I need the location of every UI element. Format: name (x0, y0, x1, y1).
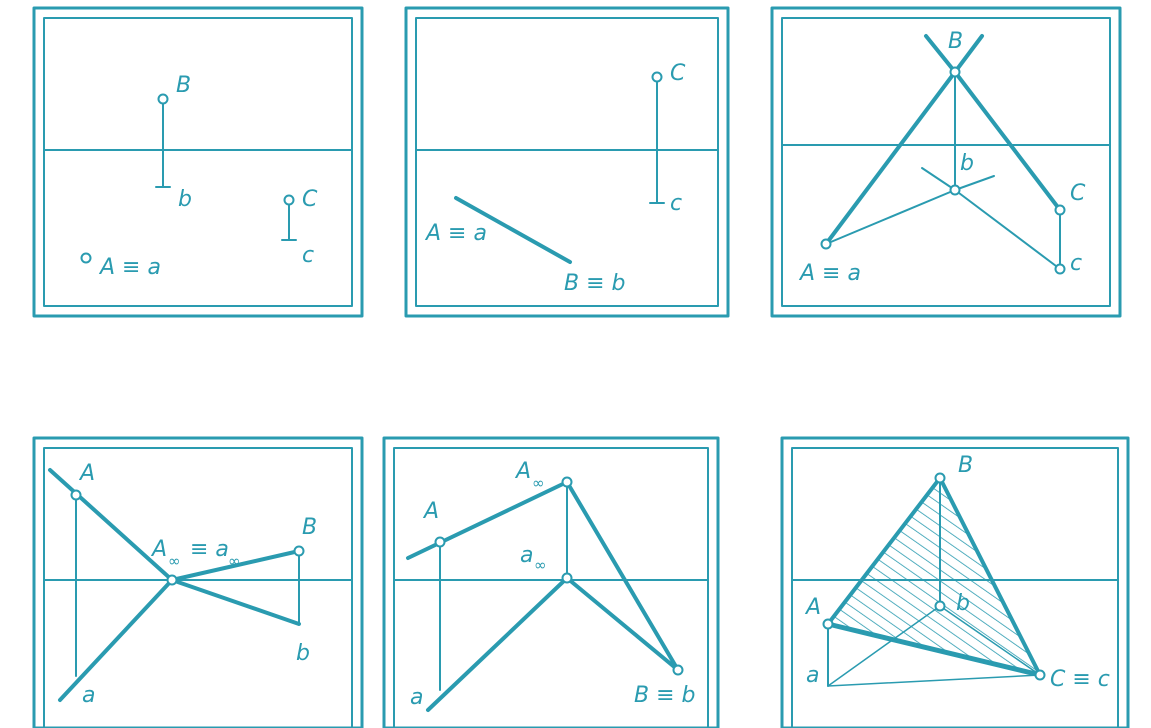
label-a: a (806, 663, 819, 688)
label-B: B (958, 453, 973, 478)
line-ab (827, 605, 941, 687)
point-A (822, 618, 834, 630)
label-A-infinity-subscript: ∞ (532, 474, 545, 492)
line-ab (825, 189, 956, 245)
panel-4-inner-frame (43, 447, 353, 728)
label-a-infinity: a (520, 543, 533, 568)
line-AB-lower (565, 480, 680, 672)
line-AB-left (48, 468, 174, 582)
line-AB-upper (406, 480, 569, 560)
panel-3-outer-frame (770, 6, 1122, 318)
line-bc (954, 189, 1061, 270)
extension-b-right (954, 175, 995, 191)
label-B: B (176, 73, 191, 98)
panel-2 (404, 6, 730, 318)
label-b: b (960, 151, 974, 176)
extension-b-left (921, 167, 956, 191)
point-B (157, 93, 169, 105)
label-A-eq-a: A ≡ a (98, 255, 161, 280)
extension-B-right (953, 34, 984, 74)
point-c (1054, 263, 1066, 275)
point-B (672, 664, 684, 676)
point-C (651, 71, 663, 83)
point-A (820, 238, 832, 250)
point-A (434, 536, 446, 548)
label-A: A (804, 595, 821, 620)
label-A-infinity: A (150, 537, 167, 562)
panel-4-outer-frame (32, 436, 364, 728)
point-A-infinity (166, 574, 178, 586)
label-A-infinity: A (514, 459, 531, 484)
panel-1-outer-frame (32, 6, 364, 318)
panel-2-outer-frame (404, 6, 730, 318)
label-B-eq-b: B ≡ b (564, 271, 625, 296)
line-AB-right (170, 549, 301, 582)
label-A-eq-a: A ≡ a (424, 221, 487, 246)
point-A (70, 489, 82, 501)
panel-6-outer-frame (780, 436, 1130, 728)
label-C: C (670, 61, 686, 86)
point-B (293, 545, 305, 557)
panel-1-inner-frame (43, 17, 353, 307)
point-B (934, 472, 946, 484)
panel-4 (32, 436, 364, 728)
line-ab-left (426, 576, 569, 712)
line-ab-right (565, 576, 680, 672)
point-C (1054, 204, 1066, 216)
label-b: b (178, 187, 192, 212)
panel-3 (770, 6, 1122, 318)
panel-2-inner-frame (415, 17, 719, 307)
line-ab-left (58, 578, 174, 702)
label-A: A (78, 461, 95, 486)
label-B-eq-b: B ≡ b (634, 683, 695, 708)
line-BC (938, 476, 1042, 677)
point-C (283, 194, 295, 206)
label-a: a (410, 685, 423, 710)
label-B: B (302, 515, 317, 540)
label-C-eq-c: C ≡ c (1050, 667, 1110, 692)
point-b (949, 184, 961, 196)
point-a-infinity (561, 572, 573, 584)
label-c: c (670, 191, 682, 216)
label-A-eq-a: A ≡ a (798, 261, 861, 286)
point-A-infinity (561, 476, 573, 488)
label-A-infinity-subscript: ∞ (168, 552, 181, 570)
label-B: B (948, 29, 963, 54)
label-a-infinity-subscript: ∞ (228, 552, 241, 570)
point-B (949, 66, 961, 78)
label-c: c (1070, 251, 1082, 276)
panel-6 (780, 436, 1130, 728)
panel-6-inner-frame (791, 447, 1119, 728)
label-a: a (82, 683, 95, 708)
label-C: C (302, 187, 318, 212)
label-equiv-a: ≡ a (190, 537, 229, 562)
panel-5-outer-frame (382, 436, 720, 728)
label-a-infinity-subscript: ∞ (534, 556, 547, 574)
panel-3-inner-frame (781, 17, 1111, 307)
label-b: b (956, 591, 970, 616)
line-ac (827, 674, 1041, 687)
point-b (934, 600, 946, 612)
triangle-ABC-hatched (828, 478, 1040, 675)
line-AC (825, 621, 1043, 678)
extension-B-left (924, 34, 957, 74)
line-AB (824, 70, 957, 246)
label-c: c (302, 243, 314, 268)
panel-1 (32, 6, 364, 318)
line-ab-right (170, 578, 301, 626)
line-BC (953, 70, 1062, 212)
panel-5 (382, 436, 720, 728)
panel-5-inner-frame (393, 447, 709, 728)
label-A: A (422, 499, 439, 524)
point-A (80, 252, 92, 264)
label-b: b (296, 641, 310, 666)
line-bc (939, 605, 1041, 676)
point-C (1034, 669, 1046, 681)
line-AB (826, 476, 942, 626)
line-AB (454, 196, 572, 264)
label-C: C (1070, 181, 1086, 206)
